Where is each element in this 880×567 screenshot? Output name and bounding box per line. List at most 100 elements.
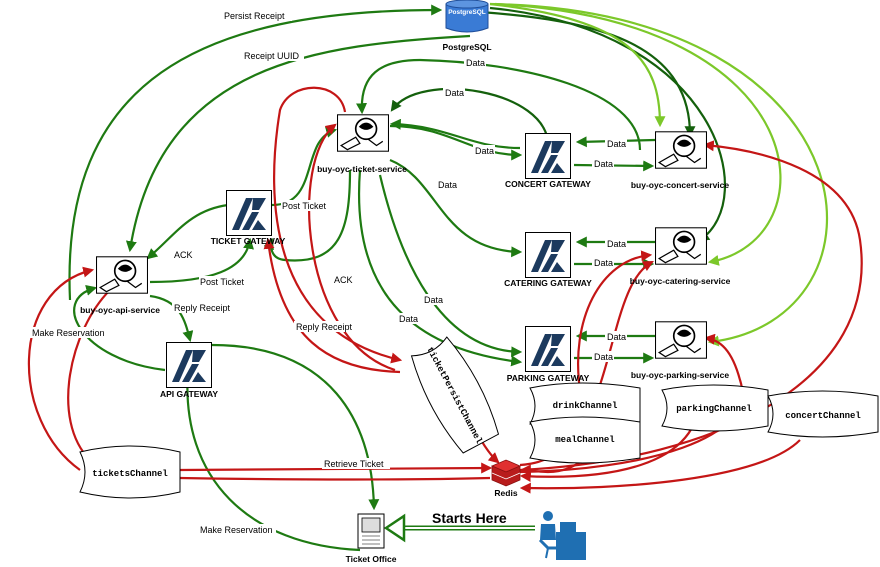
tickets-channel: ticketsChannel — [79, 445, 181, 499]
parking-service-node: buy-oyc-parking-service — [631, 321, 730, 380]
label-data-2: Data — [445, 88, 464, 98]
edge-red-reply-receipt — [263, 237, 401, 374]
catering-service-label: buy-oyc-catering-service — [630, 276, 731, 286]
edge-red-persist-to-ticket — [308, 123, 396, 372]
edge-data-4 — [389, 158, 523, 258]
concert-gateway-node: CONCERT GATEWAY — [505, 133, 591, 189]
label-reply-receipt-2: Reply Receipt — [296, 322, 353, 332]
meal-channel: mealChannel — [529, 416, 641, 464]
edge-pg-parking-light — [489, 2, 829, 347]
label-data-3: Data — [475, 146, 494, 156]
label-parking-data-2: Data — [594, 352, 613, 362]
edge-api-gw-to-office — [211, 343, 380, 511]
service-icon — [655, 227, 707, 265]
ticket-gateway-node: TICKET GATEWAY — [211, 190, 286, 246]
concert-gateway-label: CONCERT GATEWAY — [505, 179, 591, 189]
concert-service-node: buy-oyc-concert-service — [631, 131, 730, 190]
service-icon — [337, 114, 389, 152]
edge-data-3 — [389, 124, 523, 161]
ticket-gateway-label: TICKET GATEWAY — [211, 236, 286, 246]
postgres-label: PostgreSQL — [442, 42, 491, 52]
api-gateway-label: API GATEWAY — [160, 389, 218, 399]
concert-channel: concertChannel — [767, 390, 879, 438]
label-post-ticket-1: Post Ticket — [282, 201, 327, 211]
service-icon — [655, 321, 707, 359]
starts-here-label: Starts Here — [432, 510, 507, 526]
ticket-service-label: buy-oyc-ticket-service — [317, 164, 407, 174]
edge-persist-receipt — [68, 4, 443, 301]
edge-red-retrieve-2 — [179, 476, 491, 481]
label-make-reservation-2: Make Reservation — [200, 525, 273, 535]
ticket-office-label: Ticket Office — [346, 554, 397, 564]
edge-receipt-uuid — [125, 34, 471, 253]
edge-starts-here-head — [383, 513, 406, 543]
parking-gateway-node: PARKING GATEWAY — [507, 326, 590, 383]
catering-gateway-node: CATERING GATEWAY — [504, 232, 592, 288]
label-ack-2: ACK — [334, 275, 353, 285]
ticket-service-node: buy-oyc-ticket-service — [317, 114, 407, 174]
edge-data-2 — [390, 87, 550, 146]
edge-gw-ticket-ack — [389, 118, 521, 150]
api-service-label: buy-oyc-api-service — [80, 305, 160, 315]
api-gateway-node: API GATEWAY — [160, 342, 218, 399]
gateway-icon — [226, 190, 272, 236]
parking-service-label: buy-oyc-parking-service — [631, 370, 730, 380]
label-reply-receipt-1: Reply Receipt — [174, 303, 231, 313]
edge-pg-catering — [489, 6, 727, 242]
label-make-reservation-1: Make Reservation — [32, 328, 105, 338]
catering-gateway-label: CATERING GATEWAY — [504, 278, 592, 288]
catering-service-node: buy-oyc-catering-service — [630, 227, 731, 286]
api-service-node: buy-oyc-api-service — [80, 256, 160, 315]
label-data-5: Data — [424, 295, 443, 305]
service-icon — [655, 131, 707, 169]
gateway-icon — [525, 232, 571, 278]
edge-red-reservation-1b — [67, 289, 111, 461]
label-catering-data-1: Data — [607, 239, 626, 249]
edge-red-concert-chan — [519, 439, 801, 494]
parking-channel-label: parkingChannel — [676, 404, 752, 414]
edges — [27, 2, 863, 552]
label-parking-data-1: Data — [607, 332, 626, 342]
database-icon-top — [445, 0, 489, 9]
edge-red-redis-concert — [519, 140, 863, 472]
edge-pg-concert — [479, 10, 696, 138]
label-retrieve-ticket: Retrieve Ticket — [324, 459, 384, 469]
edge-post-ticket-2 — [149, 237, 254, 284]
service-icon — [96, 256, 148, 294]
label-catering-data-2: Data — [594, 258, 613, 268]
edge-red-reservation-1 — [27, 266, 95, 471]
label-data-6: Data — [399, 314, 418, 324]
redis-label: Redis — [494, 488, 517, 498]
parking-channel: parkingChannel — [661, 384, 769, 432]
tickets-channel-label: ticketsChannel — [92, 469, 168, 479]
edge-ack-1 — [146, 203, 229, 260]
ticket-persist-channel: ticketPersistChannel — [410, 336, 500, 454]
edge-data-5 — [378, 174, 523, 358]
postgres-badge: PostgreSQL — [448, 9, 486, 16]
person-at-desk-icon — [538, 511, 586, 560]
gateway-icon — [525, 326, 571, 372]
label-ack-1: ACK — [174, 250, 193, 260]
edge-red-drink — [577, 250, 653, 391]
parking-gateway-label: PARKING GATEWAY — [507, 373, 590, 383]
drink-channel-label: drinkChannel — [553, 401, 618, 411]
redis-node: Redis — [490, 459, 522, 498]
edge-pg-catering-light — [494, 2, 782, 266]
postgres-node: PostgreSQL PostgreSQL — [442, 0, 492, 52]
label-receipt-uuid: Receipt UUID — [244, 51, 300, 61]
label-concert-data-1: Data — [607, 139, 626, 149]
concert-channel-label: concertChannel — [785, 411, 861, 421]
label-data-top: Data — [466, 58, 485, 68]
ticket-office-node: Ticket Office — [346, 513, 397, 564]
meal-channel-label: mealChannel — [555, 435, 615, 445]
edge-make-reservation-2 — [181, 367, 361, 552]
gateway-icon — [525, 133, 571, 179]
edge-labels: Persist Receipt Receipt UUID Data Data D… — [30, 9, 627, 535]
label-concert-data-2: Data — [594, 159, 613, 169]
gateway-icon — [166, 342, 212, 388]
label-persist-receipt: Persist Receipt — [224, 11, 285, 21]
label-post-ticket-2: Post Ticket — [200, 277, 245, 287]
concert-service-label: buy-oyc-concert-service — [631, 180, 730, 190]
redis-icon-body — [491, 465, 521, 487]
